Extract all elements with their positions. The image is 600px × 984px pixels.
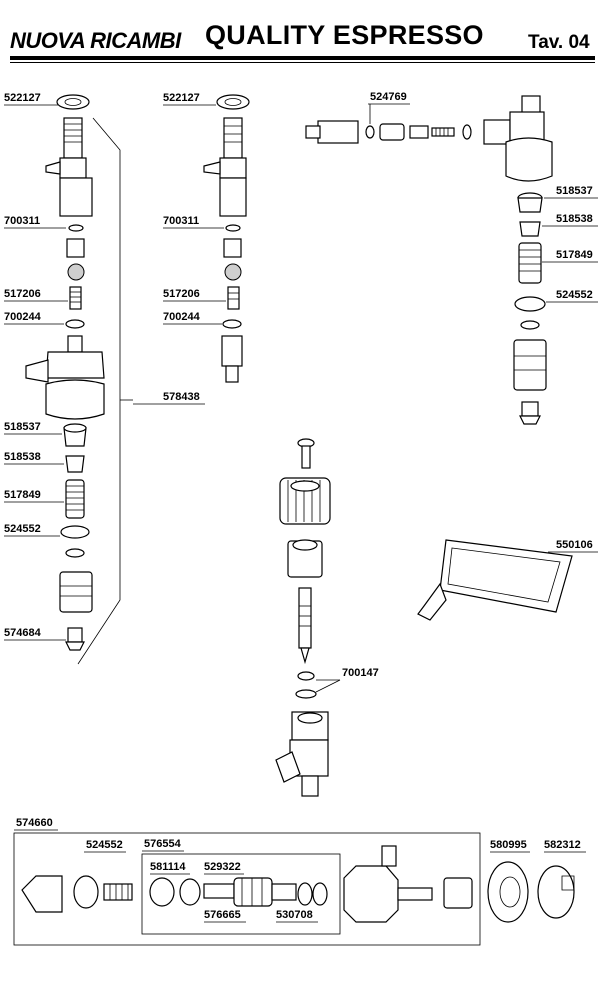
leader-lines (4, 103, 598, 923)
part-label: 581114 (150, 861, 186, 873)
top-right-assembly (305, 95, 553, 425)
part-label: 574684 (4, 627, 41, 639)
part-label: 517206 (4, 288, 41, 300)
part-label: 700147 (342, 667, 379, 679)
left-valve-assembly (25, 94, 105, 651)
part-label: 517849 (556, 249, 593, 261)
part-label: 524769 (370, 91, 407, 103)
middle-tap-assembly (203, 94, 250, 383)
part-label: 517849 (4, 489, 41, 501)
part-label: 700244 (163, 311, 200, 323)
part-label: 529322 (204, 861, 241, 873)
part-label: 576665 (204, 909, 241, 921)
part-label: 580995 (490, 839, 527, 851)
sub-assembly-frame (141, 853, 341, 935)
part-label: 530708 (276, 909, 313, 921)
part-label: 518537 (556, 185, 593, 197)
header-rule-thin (10, 62, 595, 63)
part-label: 700311 (163, 215, 200, 227)
brand-logo: NUOVA RICAMBI (10, 28, 181, 53)
diagram-header: NUOVA RICAMBI QUALITY ESPRESSO Tav. 04 (0, 0, 600, 63)
part-label: 700244 (4, 311, 41, 323)
part-label: 522127 (163, 92, 200, 104)
part-label: 522127 (4, 92, 41, 104)
table-number: Tav. 04 (528, 32, 590, 53)
header-rule-thick (10, 56, 595, 60)
part-label: 576554 (144, 838, 181, 850)
part-label: 550106 (556, 539, 593, 551)
part-label: 524552 (86, 839, 123, 851)
part-label: 517206 (163, 288, 200, 300)
part-label: 518538 (4, 451, 41, 463)
page-title: QUALITY ESPRESSO (205, 20, 484, 50)
part-label: 524552 (4, 523, 41, 535)
part-label: 582312 (544, 839, 581, 851)
drip-tray (417, 539, 573, 621)
centre-tap-assembly (275, 438, 331, 797)
bottom-group-frame (13, 832, 481, 946)
part-label: 524552 (556, 289, 593, 301)
part-label: 518538 (556, 213, 593, 225)
part-label: 518537 (4, 421, 41, 433)
part-label: 574660 (16, 817, 53, 829)
part-label: 700311 (4, 215, 41, 227)
assembly-brace (77, 117, 121, 665)
bottom-parts (21, 845, 575, 923)
part-label: 578438 (163, 391, 200, 403)
